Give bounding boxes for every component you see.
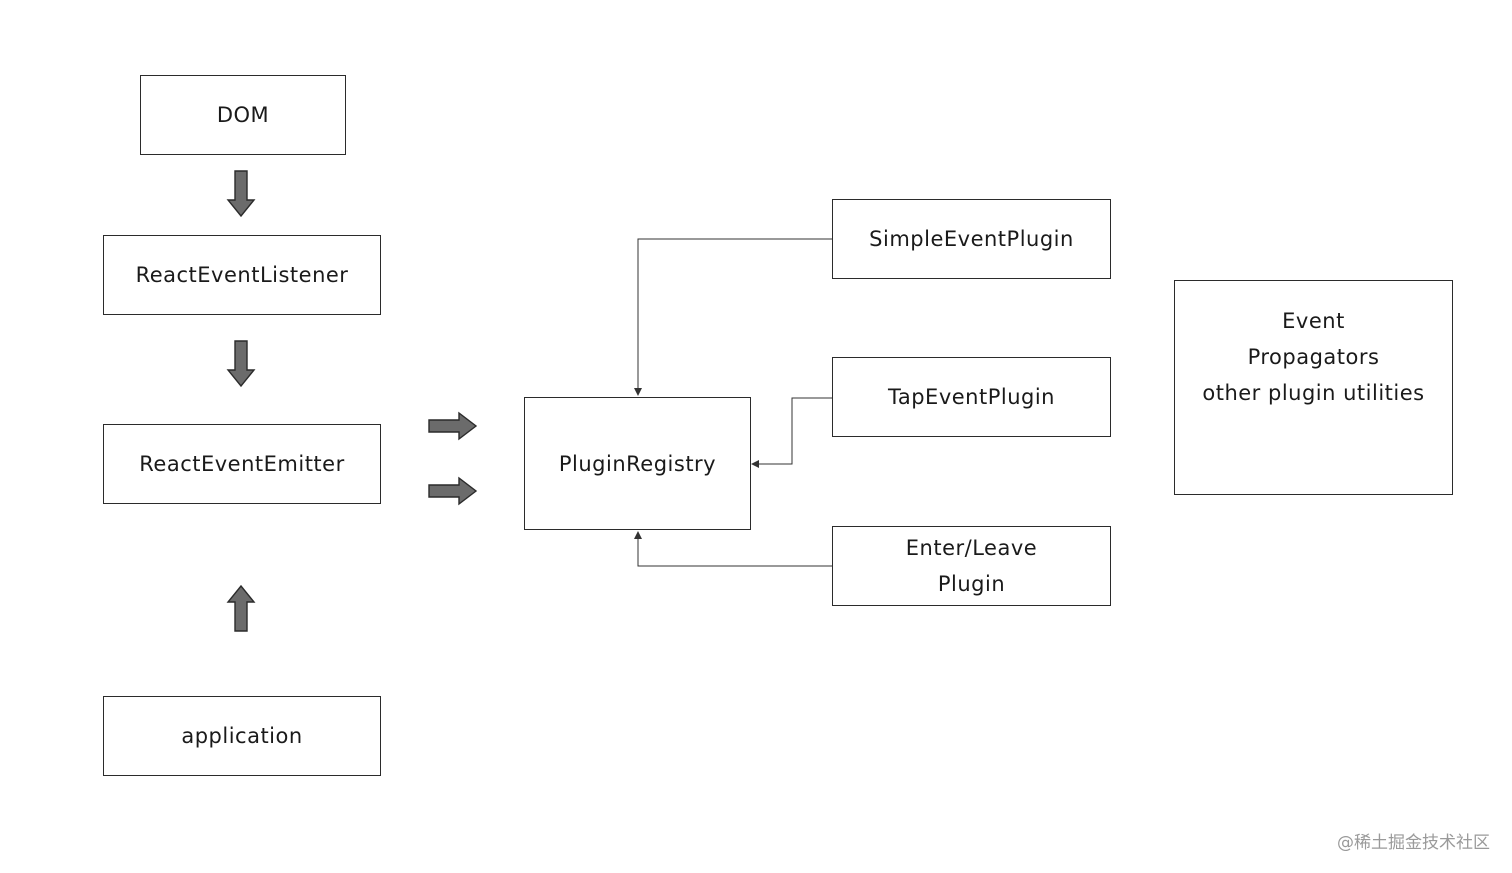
dom-label: DOM [216,103,270,127]
dom-box: DOM [140,75,346,155]
enter-leave-plugin-label-line2: Plugin [937,572,1006,596]
event-propagators-label-line2: Propagators [1247,345,1380,369]
arrow-down-icon [226,170,256,218]
event-propagators-box: Event Propagators other plugin utilities [1174,280,1453,495]
arrow-right-icon [428,476,478,506]
application-box: application [103,696,381,776]
plugin-registry-box: PluginRegistry [524,397,751,530]
simple-event-plugin-box: SimpleEventPlugin [832,199,1111,279]
react-event-listener-label: ReactEventListener [135,263,349,287]
connector-simple-to-registry [634,238,832,396]
arrow-down-icon [226,340,256,388]
application-label: application [181,724,303,748]
arrow-right-icon [428,411,478,441]
watermark: @稀土掘金技术社区 [1337,833,1490,853]
connector-enterleave-to-registry [634,531,832,567]
react-event-emitter-label: ReactEventEmitter [139,452,345,476]
connector-tap-to-registry [751,397,832,468]
arrow-up-icon [226,584,256,632]
event-propagators-label-line1: Event [1282,309,1345,333]
enter-leave-plugin-label-line1: Enter/Leave [905,536,1038,560]
react-event-listener-box: ReactEventListener [103,235,381,315]
react-event-emitter-box: ReactEventEmitter [103,424,381,504]
tap-event-plugin-label: TapEventPlugin [888,385,1055,409]
tap-event-plugin-box: TapEventPlugin [832,357,1111,437]
simple-event-plugin-label: SimpleEventPlugin [869,227,1074,251]
plugin-registry-label: PluginRegistry [558,451,717,476]
other-plugin-utilities-label: other plugin utilities [1202,381,1425,405]
enter-leave-plugin-box: Enter/Leave Plugin [832,526,1111,606]
